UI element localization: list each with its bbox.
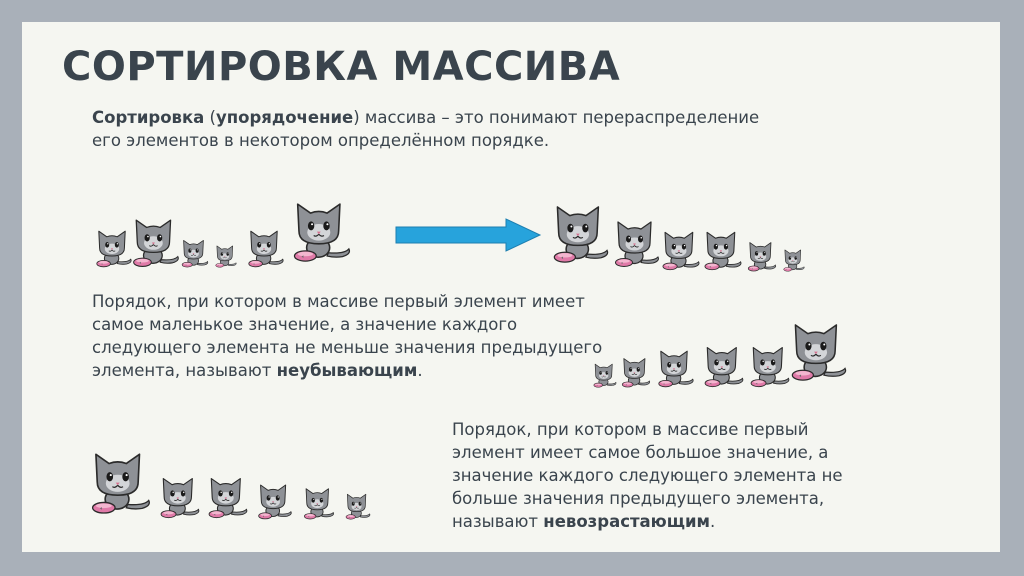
cat-with-bowl-icon [303, 488, 335, 520]
cat-with-bowl-icon [96, 230, 132, 268]
slide-title: СОРТИРОВКА МАССИВА [62, 44, 621, 90]
nondecreasing-paragraph: Порядок, при котором в массиве первый эл… [92, 290, 612, 382]
ascending-cats-illustration [593, 324, 847, 388]
cat-with-bowl-icon [208, 477, 248, 519]
term-nondecreasing: неубывающим [276, 361, 418, 380]
term-nonincreasing: невозрастающим [543, 512, 711, 531]
term-sorting: Сортировка [92, 108, 205, 127]
nonincreasing-paragraph: Порядок, при котором в массиве первый эл… [452, 418, 872, 533]
cat-with-bowl-icon [747, 242, 777, 272]
cat-with-bowl-icon [248, 230, 284, 268]
cat-with-bowl-icon [181, 240, 209, 268]
cat-with-bowl-icon [91, 453, 151, 514]
cat-with-bowl-icon [704, 346, 744, 388]
slide: СОРТИРОВКА МАССИВА Сортировка (упорядоче… [22, 22, 1000, 552]
cat-with-bowl-icon [293, 203, 351, 263]
cat-with-bowl-icon [215, 245, 237, 268]
descending-cats-illustration [91, 453, 371, 520]
right-arrow-icon [395, 218, 542, 252]
cat-with-bowl-icon [258, 484, 292, 520]
cat-with-bowl-icon [614, 221, 660, 268]
cat-with-bowl-icon [621, 358, 651, 388]
cat-with-bowl-icon [658, 350, 694, 388]
cat-with-bowl-icon [593, 363, 617, 388]
nonincreasing-end: . [710, 512, 716, 531]
nonincreasing-text: Порядок, при котором в массиве первый эл… [452, 420, 843, 531]
cat-with-bowl-icon [750, 346, 790, 388]
term-ordering: упорядочение [216, 108, 354, 127]
cat-with-bowl-icon [160, 477, 200, 519]
intro-paren: ( [204, 108, 216, 127]
sorted-cats-illustration [553, 205, 805, 272]
cat-with-bowl-icon [345, 493, 371, 520]
cat-with-bowl-icon [791, 324, 847, 382]
intro-paragraph: Сортировка (упорядочение) массива – это … [92, 106, 792, 152]
cat-with-bowl-icon [704, 231, 742, 271]
intro-rest: ) массива – это понимают перераспределен… [92, 108, 760, 150]
cat-with-bowl-icon [662, 231, 700, 271]
nondecreasing-text: Порядок, при котором в массиве первый эл… [92, 292, 603, 380]
nondecreasing-end: . [417, 361, 423, 380]
cat-with-bowl-icon [132, 219, 179, 268]
cat-with-bowl-icon [553, 205, 609, 264]
cat-with-bowl-icon [783, 249, 805, 272]
unsorted-cats-illustration [96, 203, 351, 268]
